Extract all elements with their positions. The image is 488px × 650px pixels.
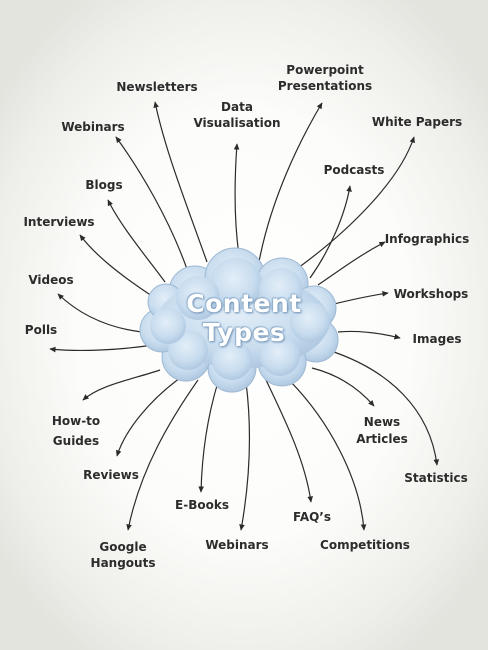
center-title: Content Types xyxy=(152,289,336,347)
node-label: How-to xyxy=(51,414,101,428)
node-label: Google xyxy=(99,540,147,554)
node-powerpoint: Powerpoint Presentations xyxy=(278,62,372,94)
node-news-articles: News Articles xyxy=(356,414,408,448)
node-data-visualisation: Data Visualisation xyxy=(193,99,280,131)
node-label: Interviews xyxy=(23,215,95,229)
node-label: Polls xyxy=(24,323,58,337)
node-label: Images xyxy=(412,332,462,346)
node-competitions: Competitions xyxy=(320,537,410,553)
arrow-reviews xyxy=(115,377,181,457)
node-newsletters: Newsletters xyxy=(116,79,197,95)
arrow-powerpoint xyxy=(257,102,323,268)
node-e-books: E-Books xyxy=(175,497,229,513)
node-label: News xyxy=(363,415,401,429)
arrow-news-articles xyxy=(311,367,375,407)
node-polls: Polls xyxy=(25,322,57,338)
node-label: Competitions xyxy=(320,538,410,552)
center-title-line1: Content xyxy=(186,289,302,318)
arrow-competitions xyxy=(284,375,367,531)
cloud-shape xyxy=(139,247,339,393)
node-white-papers: White Papers xyxy=(372,114,462,130)
node-webinars-top: Webinars xyxy=(61,119,124,135)
arrow-images xyxy=(337,330,401,340)
node-label: Visualisation xyxy=(193,116,281,130)
node-infographics: Infographics xyxy=(385,231,470,247)
node-webinars-bottom: Webinars xyxy=(205,537,268,553)
arrow-how-to-guides xyxy=(82,369,161,401)
node-label: Webinars xyxy=(205,538,269,552)
node-label: White Papers xyxy=(371,115,463,129)
node-reviews: Reviews xyxy=(83,467,139,483)
arrow-e-books xyxy=(198,381,219,493)
node-label: Webinars xyxy=(61,120,125,134)
node-google-hangouts: Google Hangouts xyxy=(91,539,156,571)
node-label: Podcasts xyxy=(323,163,385,177)
node-label: Newsletters xyxy=(116,80,198,94)
arrow-webinars-bottom xyxy=(239,381,251,531)
arrow-polls xyxy=(49,344,154,353)
node-label: Guides xyxy=(52,434,100,448)
arrow-blogs xyxy=(107,199,166,283)
node-statistics: Statistics xyxy=(404,470,468,486)
arrow-newsletters xyxy=(153,101,208,263)
arrow-data-visualisation xyxy=(233,143,241,263)
node-how-to-guides: How-to Guides xyxy=(52,411,100,451)
node-label: Infographics xyxy=(384,232,470,246)
arrow-interviews xyxy=(79,234,156,299)
center-title-line2: Types xyxy=(202,318,286,347)
node-label: FAQ’s xyxy=(292,510,332,524)
arrow-white-papers xyxy=(297,136,415,269)
node-label: Data xyxy=(221,100,253,114)
node-label: Videos xyxy=(28,273,74,287)
node-podcasts: Podcasts xyxy=(324,162,385,178)
node-videos: Videos xyxy=(28,272,73,288)
node-blogs: Blogs xyxy=(85,177,122,193)
node-label: Blogs xyxy=(85,178,123,192)
arrow-google-hangouts xyxy=(126,379,199,531)
node-label: Presentations xyxy=(277,79,373,93)
node-workshops: Workshops xyxy=(394,286,469,302)
arrow-faqs xyxy=(265,379,313,503)
arrow-webinars-top xyxy=(115,136,189,273)
arrow-workshops xyxy=(329,291,389,306)
node-faqs: FAQ’s xyxy=(293,509,331,525)
node-label: E-Books xyxy=(175,498,229,512)
arrow-videos xyxy=(57,293,153,334)
arrow-podcasts xyxy=(309,185,352,279)
node-label: Workshops xyxy=(393,287,469,301)
node-label: Statistics xyxy=(404,471,468,485)
node-label: Hangouts xyxy=(90,556,156,570)
node-images: Images xyxy=(413,331,462,347)
arrow-statistics xyxy=(327,349,440,466)
node-label: Powerpoint xyxy=(286,63,364,77)
node-label: Articles xyxy=(356,432,408,446)
node-interviews: Interviews xyxy=(23,214,94,230)
node-label: Reviews xyxy=(83,468,139,482)
arrow-infographics xyxy=(317,241,386,286)
